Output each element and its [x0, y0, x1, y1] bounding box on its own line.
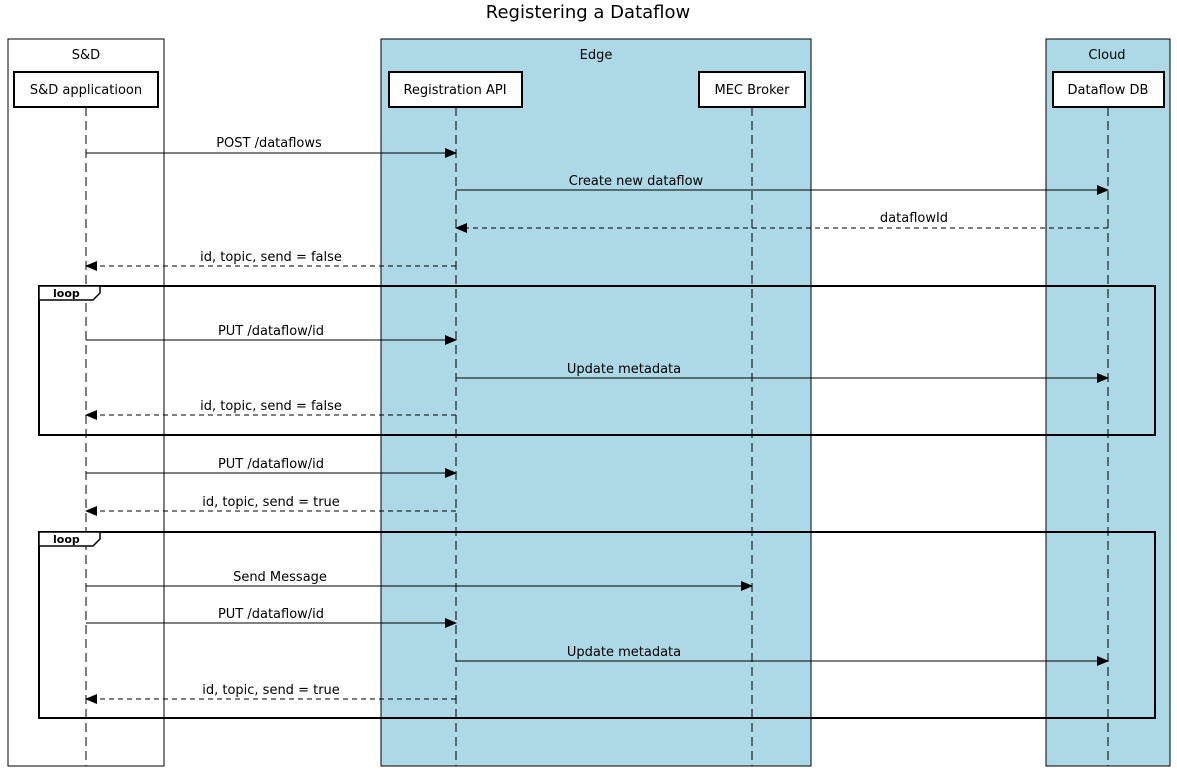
message-5-label: PUT /dataflow/id	[218, 324, 324, 339]
message-8: PUT /dataflow/id	[86, 457, 457, 478]
group-cloud-label: Cloud	[1088, 48, 1125, 63]
loop-fragment-2	[38, 531, 1156, 719]
message-10-label: Send Message	[233, 570, 327, 585]
loop-fragment-1	[38, 285, 1156, 436]
loop-fragments: loop loop	[38, 285, 1156, 719]
group-edge-label: Edge	[580, 48, 613, 63]
message-9-label: id, topic, send = true	[202, 495, 340, 510]
message-11-label: PUT /dataflow/id	[218, 607, 324, 622]
message-1: POST /dataflows	[86, 136, 457, 158]
message-5: PUT /dataflow/id	[86, 324, 457, 345]
message-3: dataflowId	[455, 211, 1108, 233]
participant-db-label: Dataflow DB	[1068, 83, 1149, 98]
message-8-label: PUT /dataflow/id	[218, 457, 324, 472]
message-6-label: Update metadata	[567, 362, 681, 377]
message-4-label: id, topic, send = false	[200, 250, 342, 265]
participant-app-label: S&D applicatioon	[30, 83, 142, 98]
message-13: id, topic, send = true	[85, 683, 456, 704]
message-4: id, topic, send = false	[85, 250, 456, 271]
message-6: Update metadata	[456, 362, 1109, 383]
message-12-label: Update metadata	[567, 645, 681, 660]
participant-db-box	[1052, 71, 1165, 108]
participant-app-box	[13, 71, 159, 108]
participant-reg-box	[388, 71, 523, 108]
message-2-label: Create new dataflow	[569, 174, 704, 189]
message-13-label: id, topic, send = true	[202, 683, 340, 698]
participant-mec-label: MEC Broker	[715, 83, 791, 98]
message-7-label: id, topic, send = false	[200, 399, 342, 414]
message-1-label: POST /dataflows	[216, 136, 322, 151]
message-11: PUT /dataflow/id	[86, 607, 457, 628]
participant-reg-label: Registration API	[403, 83, 506, 98]
loop-fragment-2-tab	[38, 531, 101, 547]
diagram-title: Registering a Dataflow	[486, 2, 690, 23]
group-sd-label: S&D	[72, 48, 100, 63]
loop-fragment-1-label: loop	[53, 287, 80, 300]
participant-mec-box	[698, 71, 806, 108]
messages: POST /dataflows Create new dataflow data…	[85, 136, 1109, 704]
message-9: id, topic, send = true	[85, 495, 456, 516]
message-2: Create new dataflow	[456, 174, 1109, 195]
message-12: Update metadata	[456, 645, 1109, 666]
participants: S&D applicatioon Registration API MEC Br…	[13, 71, 1165, 108]
loop-fragment-1-tab	[38, 285, 101, 301]
group-edge-box	[380, 38, 812, 767]
message-7: id, topic, send = false	[85, 399, 456, 420]
message-3-label: dataflowId	[880, 211, 948, 226]
loop-fragment-2-label: loop	[53, 533, 80, 546]
message-10: Send Message	[86, 570, 753, 591]
